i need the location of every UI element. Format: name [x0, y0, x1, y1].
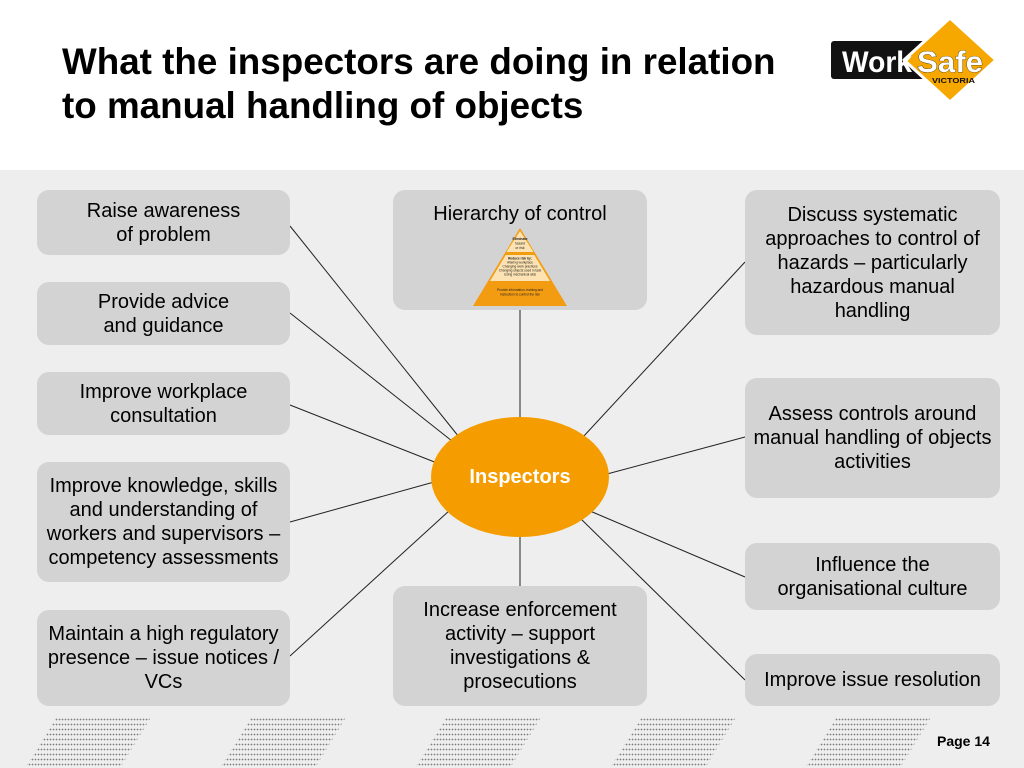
slide-title: What the inspectors are doing in relatio… [62, 41, 776, 126]
node-label: Improve issue resolution [764, 669, 981, 691]
node-label: Assess controls around manual handling o… [753, 403, 992, 473]
connector-line-issue-resolution [579, 517, 746, 681]
connector-line-organisational-culture [589, 510, 746, 578]
node-workplace-consultation: Improve workplace consultation [37, 372, 290, 435]
node-provide-advice: Provide advice and guidance [37, 282, 290, 345]
connector-line-assess-controls [606, 436, 746, 475]
pyramid-top-band [506, 231, 534, 252]
connector-line-provide-advice [289, 312, 453, 442]
node-increase-enforcement: Increase enforcement activity – support … [393, 586, 647, 706]
node-label: Raise awareness of problem [86, 199, 241, 246]
pyramid-text: or risk [515, 246, 525, 250]
pyramid-text: Changing work practices [503, 265, 538, 269]
logo-text-work: Work [842, 46, 912, 79]
node-organisational-culture: Influence the organisational culture [745, 543, 1000, 610]
node-label: Influence the organisational culture [777, 553, 968, 600]
node-label: Increase enforcement activity – support … [423, 599, 617, 693]
node-regulatory-presence: Maintain a high regulatory presence – is… [37, 610, 290, 706]
node-label: Discuss systematic approaches to control… [765, 203, 980, 322]
page-number: Page 14 [937, 733, 990, 749]
worksafe-logo: Work Safe VICTORIA [831, 16, 998, 104]
node-raise-awareness: Raise awareness of problem [37, 190, 290, 255]
connector-line-regulatory-presence [289, 509, 451, 657]
node-issue-resolution: Improve issue resolution [745, 654, 1000, 706]
node-label: Improve knowledge, skills and understand… [46, 475, 281, 569]
pyramid-text: Altering workplace [507, 261, 533, 265]
node-label: Maintain a high regulatory presence – is… [47, 623, 280, 693]
hierarchy-pyramid: Eliminate hazard or risk Reduce risk by:… [473, 228, 567, 306]
pyramid-text: instruction to control the risk [500, 293, 540, 297]
node-systematic-approaches: Discuss systematic approaches to control… [745, 190, 1000, 335]
pyramid-text: hazard [515, 242, 525, 246]
connector-line-raise-awareness [289, 225, 460, 438]
node-label: Provide advice and guidance [97, 290, 230, 337]
hub-label: Inspectors [469, 466, 571, 488]
logo-text-safe: Safe [917, 46, 983, 79]
pyramid-text: Reduce risk by: [508, 257, 532, 261]
node-hierarchy-of-control: Hierarchy of control Eliminate hazard or… [393, 190, 647, 310]
node-label: Improve workplace consultation [79, 380, 248, 427]
connector-line-improve-knowledge [289, 481, 435, 523]
pyramid-text: Changing objects used in task [499, 269, 542, 273]
node-label: Hierarchy of control [433, 203, 607, 225]
connector-line-systematic-approaches [582, 261, 746, 438]
node-improve-knowledge: Improve knowledge, skills and understand… [37, 462, 290, 582]
pyramid-text: Eliminate [512, 237, 527, 241]
connector-line-workplace-consultation [289, 404, 438, 464]
pyramid-text: Provide information, training and [497, 288, 543, 292]
pyramid-text: Using mechanical aids [504, 273, 536, 277]
hub-inspectors: Inspectors [431, 417, 609, 537]
logo-text-region: VICTORIA [932, 78, 975, 85]
logo-diamond [902, 16, 998, 104]
pyramid-middle-band [490, 255, 550, 281]
node-assess-controls: Assess controls around manual handling o… [745, 378, 1000, 498]
